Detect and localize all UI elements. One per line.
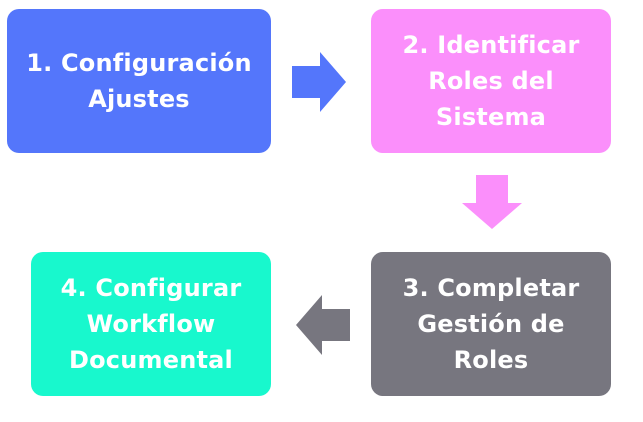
arrow-left-icon [296, 295, 350, 355]
step-4-label: 4. Configurar Workflow Documental [60, 274, 242, 374]
arrow-left-shape [296, 295, 350, 355]
step-3-label: 3. Completar Gestión de Roles [402, 274, 580, 374]
step-4-box: 4. Configurar Workflow Documental [31, 252, 271, 396]
step-3-box: 3. Completar Gestión de Roles [371, 252, 611, 396]
arrow-down-icon [462, 175, 522, 229]
step-2-box: 2. Identificar Roles del Sistema [371, 9, 611, 153]
step-1-box: 1. Configuración Ajustes [7, 9, 271, 153]
arrow-down-shape [462, 175, 522, 229]
arrow-right-icon [292, 52, 346, 112]
step-2-label: 2. Identificar Roles del Sistema [402, 31, 580, 131]
step-1-label: 1. Configuración Ajustes [26, 49, 252, 113]
arrow-right-shape [292, 52, 346, 112]
